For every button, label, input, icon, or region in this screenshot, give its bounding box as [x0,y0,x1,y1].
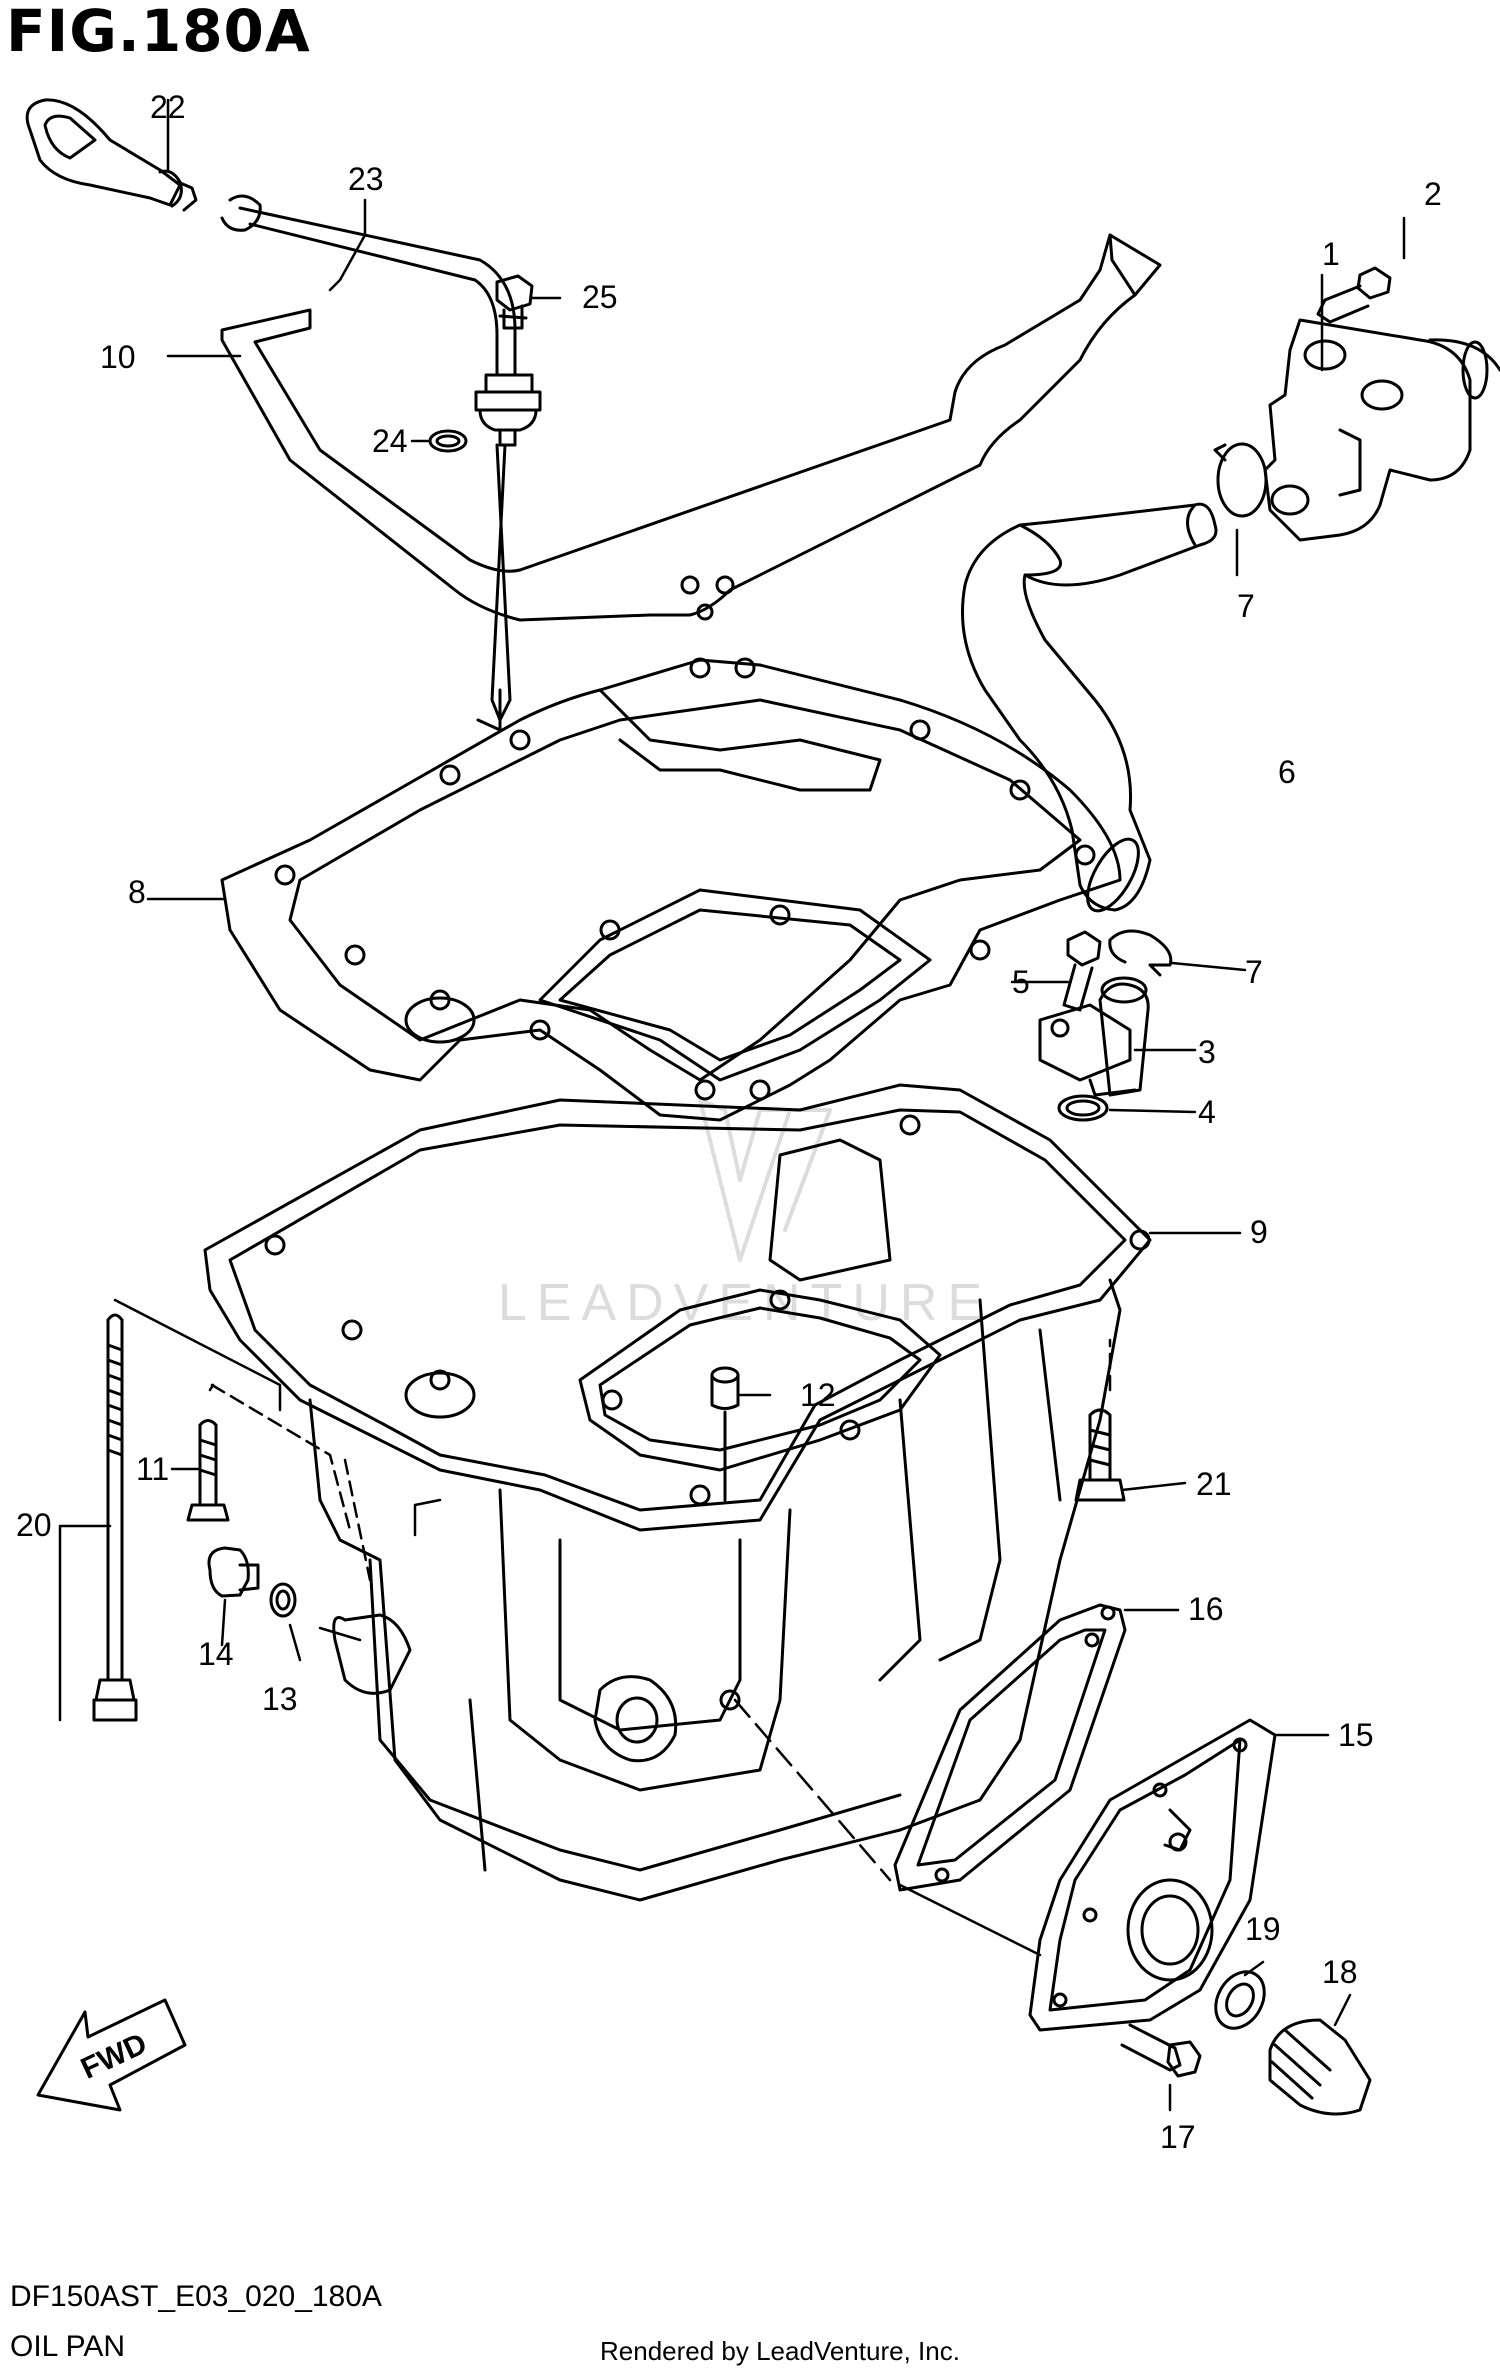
callout-3: 3 [1198,1034,1216,1070]
part-17-bolt [1120,2023,1202,2078]
callout-12: 12 [800,1377,836,1413]
callout-labels: 1 2 3 4 5 6 7 7 8 9 10 11 12 13 14 15 16… [16,89,1442,2155]
watermark: LEADVENTURE [498,1098,992,1332]
part-6-hose [961,502,1218,913]
callout-9: 9 [1250,1214,1268,1250]
part-1-housing [1263,318,1500,542]
part-21-bolt [1074,1408,1126,1502]
part-9-oil-pan [203,1083,1152,1902]
callout-17: 17 [1160,2119,1196,2155]
part-14-drain-plug [207,1546,260,1598]
part-4-o-ring [1057,1094,1109,1122]
callout-13: 13 [262,1681,298,1717]
callout-20: 20 [16,1507,52,1543]
model-code: DF150AST_E03_020_180A [10,2280,382,2313]
callout-15: 15 [1338,1717,1374,1753]
part-18-oil-filler-plug [1268,2018,1372,2116]
oil-pan-bolt-holes [264,1114,1151,1711]
callout-6: 6 [1278,754,1296,790]
callout-23: 23 [348,161,384,197]
callout-11: 11 [136,1451,169,1487]
callout-22: 22 [150,89,186,125]
part-11-bolt [186,1419,230,1522]
part-3-sensor [1038,976,1150,1097]
render-credit: Rendered by LeadVenture, Inc. [600,2336,960,2366]
part-24-o-ring [428,429,468,453]
callout-7a: 7 [1237,588,1255,624]
callout-1: 1 [1322,236,1340,272]
watermark-text: LEADVENTURE [498,1274,992,1332]
leader-lines [58,98,1406,2112]
fwd-arrow-icon: FWD [36,1998,187,2112]
callout-21: 21 [1196,1466,1232,1502]
callout-7b: 7 [1245,954,1263,990]
part-2-bolt [1316,266,1392,324]
part-7-clip-lower [1108,929,1173,977]
callout-8: 8 [128,874,146,910]
callout-19: 19 [1245,1911,1281,1947]
callout-5: 5 [1012,964,1030,1000]
callout-25: 25 [582,279,618,315]
part-23-dipstick-tube [220,194,542,732]
callout-16: 16 [1188,1591,1224,1627]
part-22-dipstick-handle [25,98,198,212]
callout-2: 2 [1424,176,1442,212]
callout-14: 14 [198,1636,234,1672]
figure-title: FIG.180A [6,0,311,65]
part-20-long-bolt [92,1313,138,1722]
part-15-cover [1028,1718,1277,2032]
part-5-bolt [1062,930,1102,1012]
callout-18: 18 [1322,1954,1358,1990]
part-25-bolt [495,274,534,330]
part-12-dowel-pin [710,1366,740,1502]
part-16-cover-gasket [893,1603,1127,1892]
part-10-guide-bracket [220,233,1162,622]
part-8-gasket [220,657,1122,1122]
callout-10: 10 [100,339,136,375]
gasket-bolt-holes [274,657,1096,1101]
part-7-clip-upper [1213,442,1268,518]
section-name: OIL PAN [10,2330,126,2363]
part-19-washer [1214,1970,1266,2030]
part-13-washer [269,1582,297,1618]
callout-24: 24 [372,423,408,459]
callout-4: 4 [1198,1094,1216,1130]
